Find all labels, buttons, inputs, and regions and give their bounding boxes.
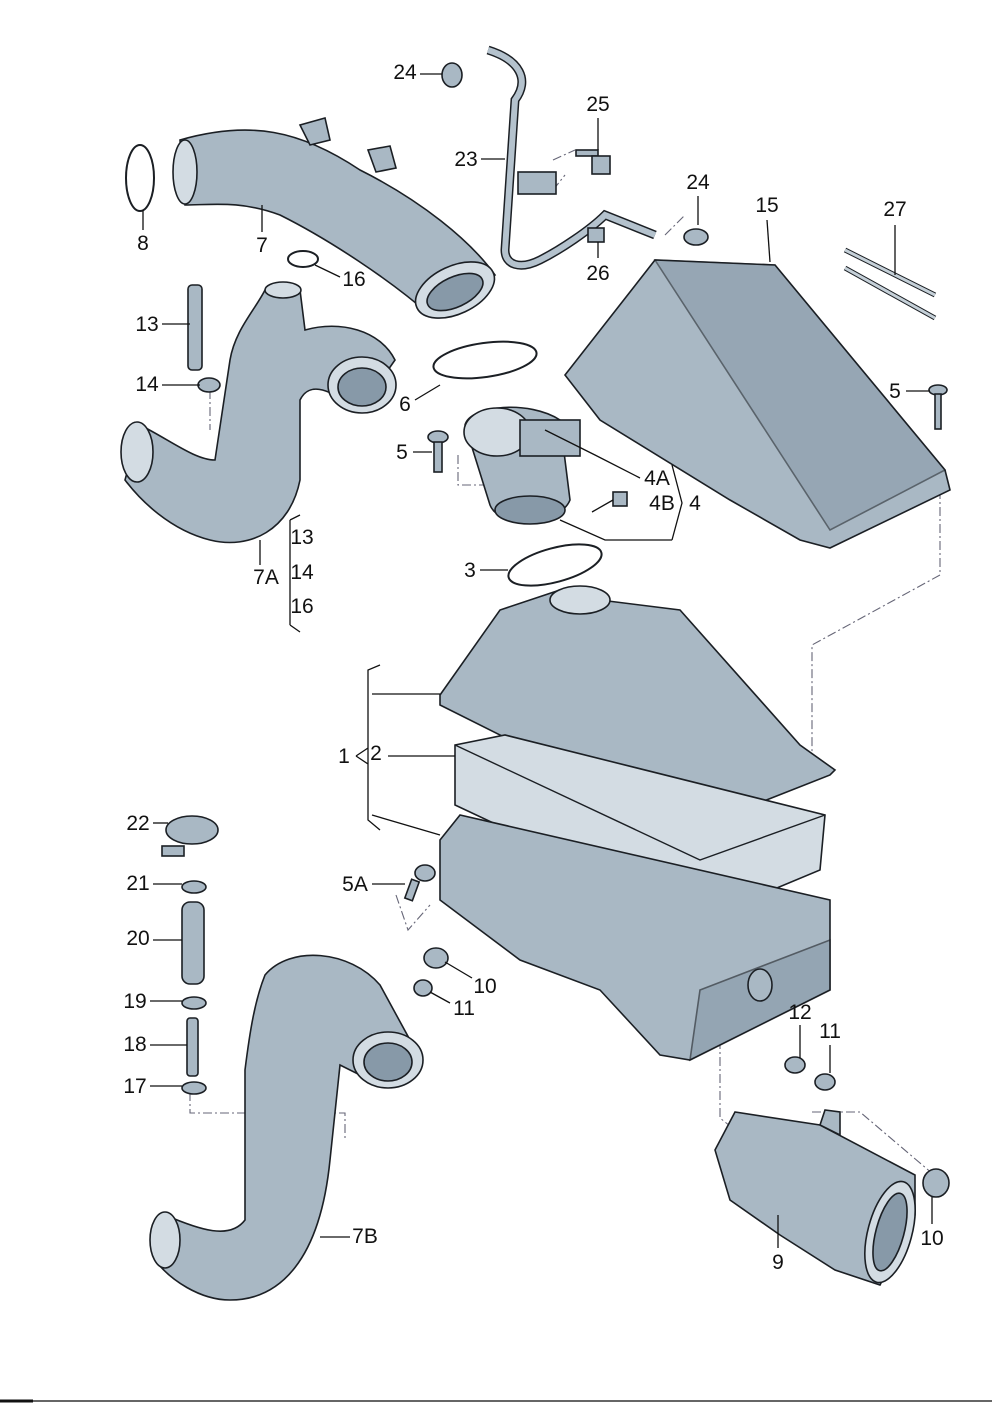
label-15: 15	[755, 194, 778, 217]
part-8-o-ring	[125, 144, 155, 212]
label-8: 8	[137, 232, 149, 255]
label-25: 25	[586, 93, 609, 116]
label-5: 5	[889, 380, 901, 403]
label-13: 13	[290, 526, 313, 549]
part-10-grommet	[922, 1168, 950, 1198]
label-6: 6	[399, 393, 411, 416]
part-7B-intake-pipe	[149, 954, 424, 1301]
label-16: 16	[290, 595, 313, 618]
label-7B: 7B	[352, 1225, 378, 1248]
part-26-clip	[587, 227, 605, 243]
part-3-seal	[507, 543, 603, 587]
part-7A-intake-pipe	[120, 281, 397, 544]
part-15-air-guide-cover	[563, 259, 951, 549]
label-7A: 7A	[253, 566, 279, 589]
label-5: 5	[396, 441, 408, 464]
label-3: 3	[464, 559, 476, 582]
label-14: 14	[135, 373, 159, 396]
part-labels: 24 25 23 24 15 27 8 7 16 26 13 14 6 5 5 …	[123, 61, 943, 1274]
leader-lines	[142, 73, 933, 1248]
part-21-clamp	[181, 880, 207, 894]
label-23: 23	[454, 148, 477, 171]
label-2: 2	[370, 742, 382, 765]
part-20-hose	[181, 901, 205, 985]
label-5A: 5A	[342, 873, 368, 896]
part-19-clamp	[181, 996, 207, 1010]
part-2-filter-element	[454, 734, 826, 921]
part-9-intake-duct	[714, 1109, 916, 1286]
label-1: 1	[338, 745, 350, 768]
part-11-nut	[814, 1073, 836, 1091]
part-4-air-mass-meter	[463, 406, 581, 525]
label-9: 9	[772, 1251, 784, 1274]
part-12-nut	[784, 1056, 806, 1074]
label-13: 13	[135, 313, 158, 336]
part-6-hose-clamp	[432, 340, 538, 380]
label-27: 27	[883, 198, 906, 221]
part-1-lower-housing	[439, 814, 831, 1062]
part-16-ring	[287, 250, 319, 268]
part-13-connector	[187, 284, 203, 371]
part-14-clamp	[197, 377, 221, 393]
part-5-screw	[928, 384, 948, 430]
part-4B-screw	[591, 491, 628, 513]
label-11: 11	[453, 997, 475, 1020]
label-10: 10	[920, 1227, 943, 1250]
label-24: 24	[686, 171, 710, 194]
label-11: 11	[819, 1020, 841, 1043]
label-12: 12	[788, 1001, 811, 1024]
label-20: 20	[126, 927, 149, 950]
part-24-clamp	[683, 228, 709, 246]
part-27-cable-ties	[843, 247, 937, 321]
label-10: 10	[473, 975, 496, 998]
label-16: 16	[342, 268, 365, 291]
label-24: 24	[393, 61, 417, 84]
label-17: 17	[123, 1075, 146, 1098]
part-11-nut	[413, 979, 433, 997]
part-22-valve	[161, 815, 219, 857]
part-23-bracket	[517, 171, 557, 195]
part-5A-screw	[403, 864, 436, 902]
part-7-intake-pipe	[172, 117, 497, 319]
part-18-connector	[186, 1017, 199, 1077]
label-18: 18	[123, 1033, 146, 1056]
label-19: 19	[123, 990, 146, 1013]
part-10-grommet	[423, 947, 449, 969]
part-24-clamp	[441, 62, 463, 88]
label-26: 26	[586, 262, 609, 285]
label-4B: 4B	[649, 492, 675, 515]
part-17-clamp	[181, 1081, 207, 1095]
label-7: 7	[256, 234, 268, 257]
label-21: 21	[126, 872, 149, 895]
part-25-bolt	[575, 149, 611, 175]
label-14: 14	[290, 561, 314, 584]
part-5-screw	[427, 430, 449, 473]
label-4: 4	[689, 492, 701, 515]
label-4A: 4A	[644, 467, 670, 490]
label-22: 22	[126, 812, 149, 835]
